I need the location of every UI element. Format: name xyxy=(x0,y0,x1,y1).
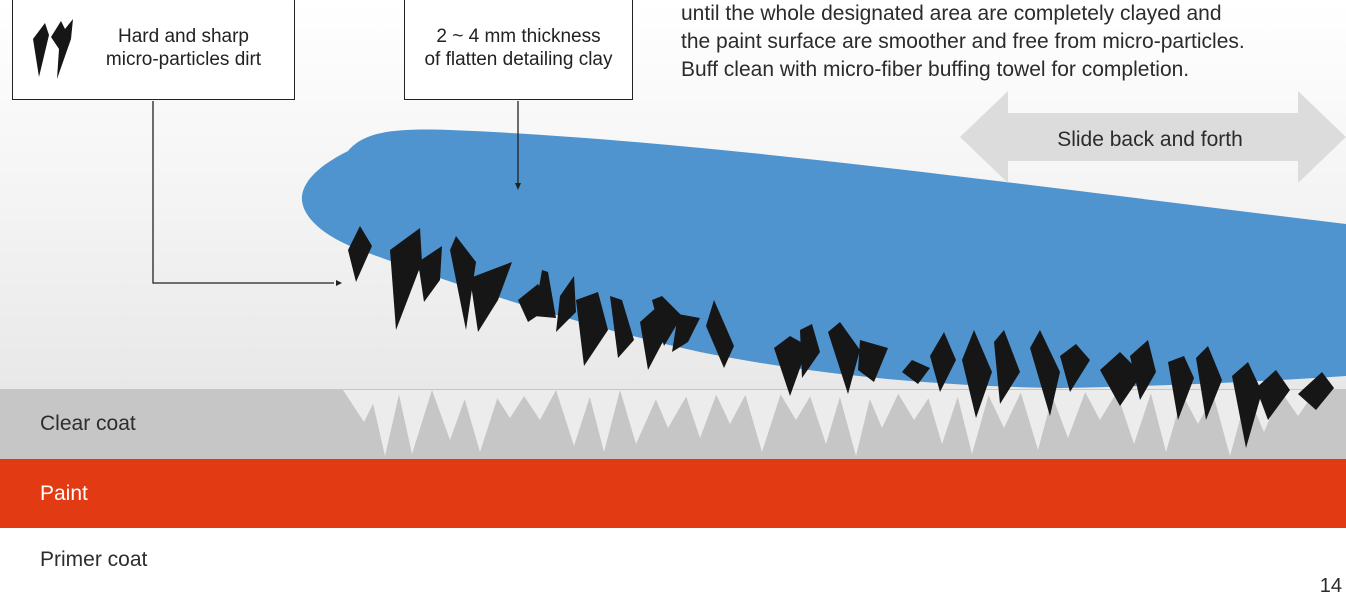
page-number: 14 xyxy=(1319,575,1342,597)
primer-coat-layer: Primer coat xyxy=(0,528,1346,592)
dirt-label-box: Hard and sharp micro-particles dirt xyxy=(12,0,295,100)
slide-label: Slide back and forth xyxy=(1057,128,1243,151)
dirt-particles xyxy=(348,226,1334,448)
instruction-line: until the whole designated area are comp… xyxy=(681,2,1222,25)
clay-label-line1: 2 ~ 4 mm thickness xyxy=(436,26,601,48)
slide-arrow xyxy=(960,91,1346,183)
instruction-line: Buff clean with micro-fiber buffing towe… xyxy=(681,58,1190,81)
primer-coat-label: Primer coat xyxy=(40,548,148,571)
dirt-label-line1: Hard and sharp xyxy=(118,26,249,48)
paint-label: Paint xyxy=(40,481,88,505)
clay-label-line2: of flatten detailing clay xyxy=(424,49,613,70)
clear-coat-label: Clear coat xyxy=(40,412,136,435)
clear-coat-scratches xyxy=(343,390,1316,456)
dirt-arrowhead xyxy=(336,280,342,286)
dirt-particle-icon xyxy=(33,19,73,79)
dirt-label-line2: micro-particles dirt xyxy=(105,49,262,70)
clay-arrowhead xyxy=(515,183,521,190)
instruction-line: the paint surface are smoother and free … xyxy=(681,30,1245,53)
dirt-leader-line xyxy=(152,101,334,284)
paint-layer: Paint xyxy=(0,459,1346,528)
instructions-text: until the whole designated area are comp… xyxy=(681,0,1346,84)
clay-label-box: 2 ~ 4 mm thickness of flatten detailing … xyxy=(404,0,633,100)
detailing-clay xyxy=(301,129,1346,388)
leader-lines xyxy=(152,101,519,284)
